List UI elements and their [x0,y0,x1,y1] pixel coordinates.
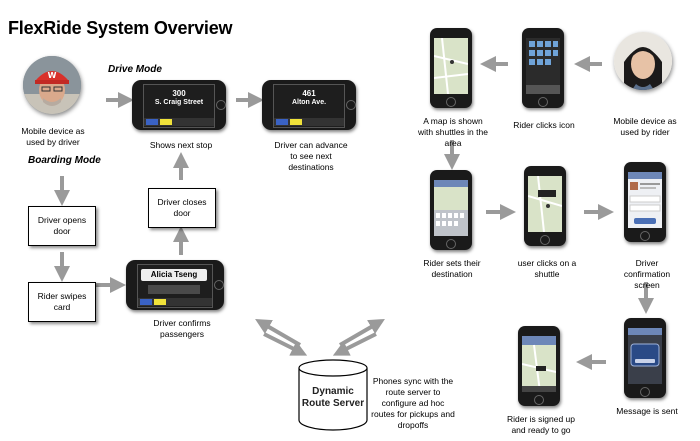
home-button[interactable] [216,100,226,110]
signed-up-screen [521,336,557,393]
phone-confirm: Alicia Tseng [126,260,224,310]
home-button[interactable] [534,395,544,405]
drive-mode-label: Drive Mode [108,64,162,75]
map-caption: A map is shown with shuttles in the area [418,116,488,148]
stop1-street: S. Craig Street [154,99,204,106]
phone-message [624,318,666,398]
boarding-mode-label: Boarding Mode [28,155,101,166]
stop2-street: Alton Ave. [291,99,327,106]
phone-stop2: 461 Alton Ave. [262,80,356,130]
phone-stop2-screen: 461 Alton Ave. [273,84,345,128]
rider-swipes-card-box: Rider swipes card [28,282,96,322]
stop2-number: 461 [302,89,316,98]
message-screen [628,328,662,384]
stop1-number: 300 [172,89,186,98]
home-button[interactable] [214,280,224,290]
home-button[interactable] [538,97,548,107]
tab-driving[interactable] [160,119,172,125]
home-screen [526,38,560,94]
stop1-tabbar [144,118,214,126]
phone-confirmation [624,162,666,242]
tab-map[interactable] [276,119,288,125]
stop2-caption: Driver can advance to see next destinati… [274,140,348,172]
tab-map[interactable] [146,119,158,125]
signed-up-caption: Rider is signed up and ready to go [506,414,576,435]
home-button[interactable] [446,97,456,107]
destination-caption: Rider sets their destination [423,258,481,279]
driver-caption: Mobile device as used by driver [21,126,85,147]
phone-destination [430,170,472,250]
arrow-server-to-driver-b [263,332,308,356]
server-label-line1: Dynamic [312,386,354,397]
rider-caption: Mobile device as used by rider [613,116,677,137]
rider-avatar [614,32,672,90]
clicks-icon-caption: Rider clicks icon [513,120,575,130]
tab-boarding[interactable] [154,299,166,305]
passenger-name[interactable]: Alicia Tseng [141,269,207,281]
home-button[interactable] [540,235,550,245]
stop2-tabbar [274,118,344,126]
server-sync-caption: Phones sync with the route server to con… [371,376,455,430]
destination-screen[interactable] [434,180,468,236]
page-title: FlexRide System Overview [8,18,233,38]
tab-map[interactable] [140,299,152,305]
map-screen[interactable] [433,37,469,95]
phone-shuttle [524,166,566,246]
shuttle-caption: user clicks on a shuttle [517,258,577,279]
phone-stop1-screen: 300 S. Craig Street [143,84,215,128]
confirmation-caption: Driver confirmation screen [623,258,671,290]
server-cylinder [298,359,368,431]
shuttle-screen[interactable] [527,175,563,233]
server-label-line2: Route Server [301,398,365,409]
home-button[interactable] [640,231,650,241]
svg-text:W: W [48,71,57,80]
confirm-caption: Driver confirms passengers [153,318,211,339]
confirm-tabbar [138,298,212,306]
passenger-slots [148,285,200,294]
confirmation-screen [628,172,662,228]
driver-avatar: W [23,56,81,114]
phone-map [430,28,472,108]
phone-confirm-screen: Alicia Tseng [137,264,213,308]
driver-closes-door-box: Driver closes door [148,188,216,228]
arrow-server-to-rider-b [332,332,377,356]
home-button[interactable] [446,239,456,249]
message-caption: Message is sent [616,406,678,416]
stop1-caption: Shows next stop [149,140,213,150]
home-button[interactable] [346,100,356,110]
driver-opens-door-box: Driver opens door [28,206,96,246]
phone-signed-up [518,326,560,406]
server-label: Dynamic Route Server [297,386,369,410]
home-button[interactable] [640,387,650,397]
phone-home-icons [522,28,564,108]
tab-driving[interactable] [290,119,302,125]
phone-stop1: 300 S. Craig Street [132,80,226,130]
